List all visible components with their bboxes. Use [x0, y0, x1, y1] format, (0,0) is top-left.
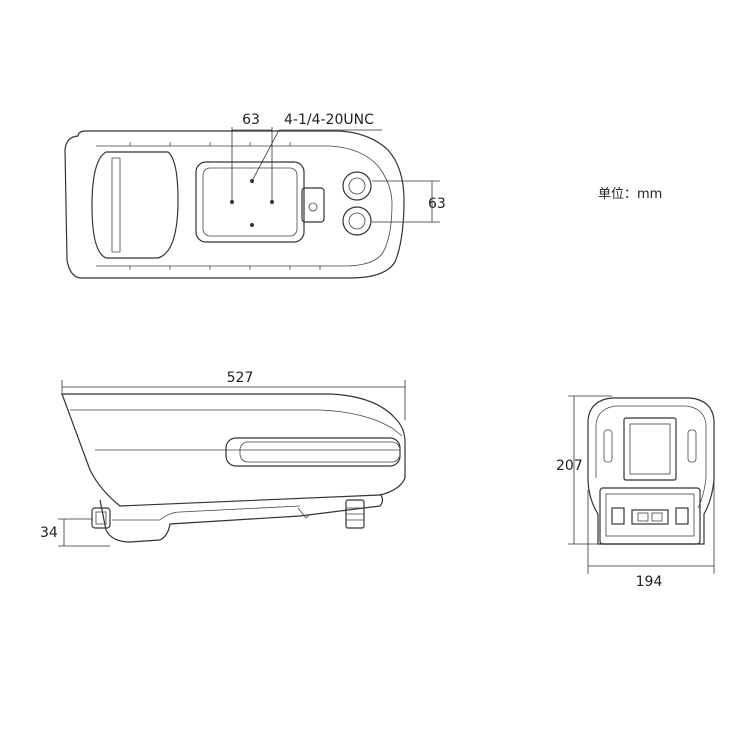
- side-view-bracket: [99, 493, 384, 543]
- cable-gland-bottom: [342, 206, 372, 236]
- front-view-bracket: [599, 487, 701, 545]
- mount-hole-3: [270, 200, 274, 204]
- front-view-slot-left: [603, 429, 613, 463]
- front-view-connector-center-inner-2: [651, 512, 663, 522]
- top-view-housing-outline: [64, 130, 405, 279]
- mount-hole-4: [250, 223, 254, 227]
- dim-height-label: 207: [556, 458, 583, 474]
- side-window-slot-inner: [239, 441, 401, 463]
- front-view-connector-right: [675, 507, 689, 525]
- dim-line-connector-spacing: [372, 180, 440, 223]
- thread-leader-line: [251, 129, 382, 182]
- dim-line-height: [568, 395, 612, 545]
- side-view: 527 34: [40, 370, 406, 547]
- mount-hole-1: [230, 200, 234, 204]
- dim-line-bracket-height: [58, 518, 110, 547]
- latch-block: [301, 187, 325, 223]
- dim-hole-spacing-label: 63: [242, 112, 260, 128]
- top-view-front-lip: [91, 151, 179, 259]
- front-view-connector-center-inner: [637, 512, 649, 522]
- dim-connector-spacing-label: 63: [428, 196, 446, 212]
- mounting-plate: [195, 161, 305, 243]
- dim-length-label: 527: [227, 370, 254, 386]
- thread-callout-label: 4-1/4-20UNC: [284, 112, 374, 128]
- cable-gland-top-inner: [348, 177, 366, 195]
- side-view-hook: [297, 507, 311, 519]
- dim-line-hole-spacing: [231, 127, 273, 200]
- dim-bracket-height-label: 34: [40, 525, 58, 541]
- front-view: 207 194: [556, 395, 715, 590]
- front-view-connector-center: [631, 509, 669, 525]
- dim-width-label: 194: [636, 574, 663, 590]
- side-view-bracket-inner: [112, 505, 301, 521]
- front-view-connector-left: [611, 507, 625, 525]
- cable-gland-top: [342, 171, 372, 201]
- top-view-front-lip-inner: [111, 157, 121, 253]
- side-view-front-knob-inner: [95, 511, 107, 525]
- mounting-plate-inner: [202, 167, 298, 237]
- dim-line-width: [587, 480, 715, 574]
- dim-line-length: [61, 380, 406, 420]
- top-view-inner-outline: [96, 145, 393, 267]
- front-view-housing-outline: [587, 397, 715, 545]
- front-view-slot-right: [687, 429, 697, 463]
- side-view-front-knob: [91, 507, 111, 529]
- front-view-inner-shell: [595, 405, 707, 509]
- side-view-housing-outline: [61, 393, 406, 507]
- cable-gland-bottom-inner: [348, 212, 366, 230]
- front-view-bracket-inner: [605, 493, 695, 537]
- side-view-rear-gland-ribs: [346, 507, 364, 521]
- front-view-window: [623, 417, 677, 481]
- latch-screw: [308, 202, 318, 212]
- side-view-top-edge: [70, 409, 403, 437]
- units-label: 单位：mm: [598, 187, 662, 202]
- front-view-window-inner: [629, 423, 671, 475]
- top-view: 63 4-1/4-20UNC 63: [64, 112, 446, 279]
- top-view-rail-ticks: [129, 142, 321, 270]
